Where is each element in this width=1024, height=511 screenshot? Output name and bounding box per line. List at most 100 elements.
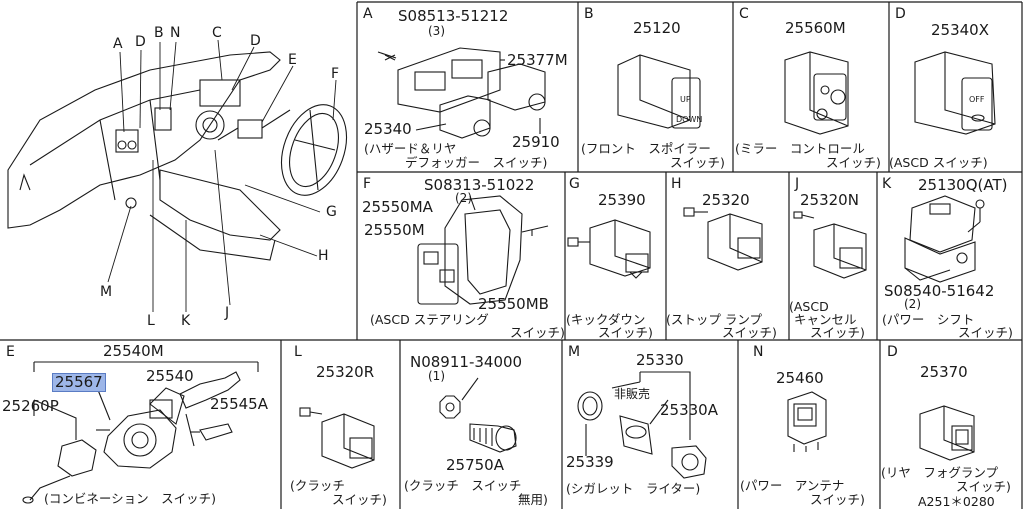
part-number: 25130Q(AT) — [918, 176, 1008, 194]
part-number: 25320R — [316, 363, 375, 381]
overview-callout-l: L — [147, 313, 155, 329]
part-number: 25320 — [702, 191, 750, 209]
part-number: 25460 — [776, 369, 824, 387]
caption-line: (シガレット ライター) — [566, 481, 701, 496]
part-number: 25330A — [660, 401, 718, 419]
caption-line: (パワー シフト — [882, 312, 975, 327]
panel-key: L — [294, 344, 302, 360]
panel-d2-drawing — [919, 405, 975, 461]
caption-line: スイッチ) — [826, 155, 881, 170]
caption-line: (クラッチ スイッチ — [404, 478, 522, 493]
panel-l-drawing — [299, 407, 375, 469]
panel-j-drawing — [793, 211, 867, 279]
caption-line: (コンビネーション スイッチ) — [44, 491, 217, 506]
panel-b-drawing: UP DOWN — [617, 54, 702, 129]
quantity: (2) — [904, 297, 921, 311]
overview-leader-lines — [107, 39, 337, 312]
panel-h-drawing — [683, 207, 763, 271]
overview-callout-b: B — [154, 25, 164, 41]
part-number: 25340X — [931, 21, 989, 39]
caption-line: (ストップ ランプ — [666, 312, 762, 327]
caption-line: スイッチ) — [510, 325, 565, 340]
overview-callout-h: H — [318, 248, 329, 264]
panel-n-drawing — [787, 391, 827, 452]
part-number: 25260P — [2, 397, 59, 415]
overview-callout-d2: D — [250, 33, 261, 49]
part-number: 25560M — [785, 19, 846, 37]
part-number: 25545A — [210, 395, 268, 413]
panel-e-drawing — [22, 361, 259, 504]
caption-line: (ASCD — [789, 299, 829, 314]
quantity: (2) — [455, 191, 472, 205]
caption-line: キャンセル — [794, 312, 857, 327]
caption-line: (ミラー コントロール — [735, 141, 865, 156]
part-number: S08540-51642 — [884, 282, 995, 300]
panel-key: E — [6, 344, 15, 360]
overview-callout-c: C — [212, 25, 222, 41]
part-number: 25910 — [512, 133, 560, 151]
highlighted-part-number[interactable]: 25567 — [52, 373, 106, 392]
panel-f-drawing — [417, 195, 549, 305]
dashboard-overview-drawing — [7, 51, 348, 261]
panel-key: H — [671, 176, 682, 192]
caption-line: スイッチ) — [722, 325, 777, 340]
panel-clutch-drawing — [439, 377, 517, 453]
panel-d-drawing: OFF — [914, 51, 996, 135]
caption-line: デフォッガー スイッチ) — [405, 155, 548, 170]
part-number: 25390 — [598, 191, 646, 209]
caption-line: (ASCD ステアリング — [370, 312, 489, 327]
overview-callout-a: A — [113, 36, 123, 52]
overview-callout-j: J — [225, 305, 230, 321]
part-number: 25320N — [800, 191, 859, 209]
part-number: 25339 — [566, 453, 614, 471]
quantity: (3) — [428, 24, 445, 38]
panel-g-drawing — [567, 219, 651, 279]
panel-key: K — [882, 176, 892, 192]
overview-callout-f: F — [331, 66, 340, 82]
part-number: 25550MB — [478, 295, 549, 313]
panel-key: G — [569, 176, 580, 192]
caption-line: (パワー アンテナ — [740, 478, 845, 493]
caption-line: スイッチ) — [958, 325, 1013, 340]
caption-line: スイッチ) — [598, 325, 653, 340]
panel-key: C — [739, 6, 749, 22]
overview-callout-n: N — [170, 25, 181, 41]
caption-line: (ハザード＆リヤ — [364, 141, 457, 156]
svg-text:OFF: OFF — [969, 95, 985, 104]
overview-callout-d: D — [135, 34, 146, 50]
part-number: 25540M — [103, 342, 164, 360]
diagram-code: A251＊0280 — [918, 494, 995, 509]
caption-line: (リヤ フォグランプ — [881, 465, 999, 480]
part-number: 25550M — [364, 221, 425, 239]
part-number: 25370 — [920, 363, 968, 381]
part-number: 25120 — [633, 19, 681, 37]
caption-line: スイッチ) — [670, 155, 725, 170]
svg-text:DOWN: DOWN — [676, 115, 702, 124]
overview-callout-k: K — [181, 313, 191, 329]
svg-text:UP: UP — [680, 95, 691, 104]
panel-key: N — [753, 344, 764, 360]
part-number: 25340 — [364, 120, 412, 138]
caption-line: (ASCD スイッチ) — [889, 155, 988, 170]
panel-key: J — [795, 176, 800, 192]
caption-line: スイッチ) — [810, 492, 865, 507]
caption-line: 無用) — [518, 492, 548, 507]
overview-callout-g: G — [326, 204, 337, 220]
part-number: S08313-51022 — [424, 176, 535, 194]
panel-k-drawing — [904, 195, 985, 283]
panel-c-drawing — [784, 51, 849, 135]
overview-callout-m: M — [100, 284, 113, 300]
part-number: S08513-51212 — [398, 7, 509, 25]
caption-line: スイッチ) — [332, 492, 387, 507]
not-for-sale-label: 非販売 — [614, 387, 651, 401]
part-number: 25550MA — [362, 198, 433, 216]
caption-line: (フロント スポイラー — [581, 141, 711, 156]
part-number: 25330 — [636, 351, 684, 369]
part-number: N08911-34000 — [410, 353, 523, 371]
part-number: 25377M — [507, 51, 568, 69]
caption-line: スイッチ) — [810, 325, 865, 340]
caption-line: (キックダウン — [566, 312, 646, 327]
panel-m-drawing — [577, 371, 707, 479]
caption-line: スイッチ) — [956, 479, 1011, 494]
